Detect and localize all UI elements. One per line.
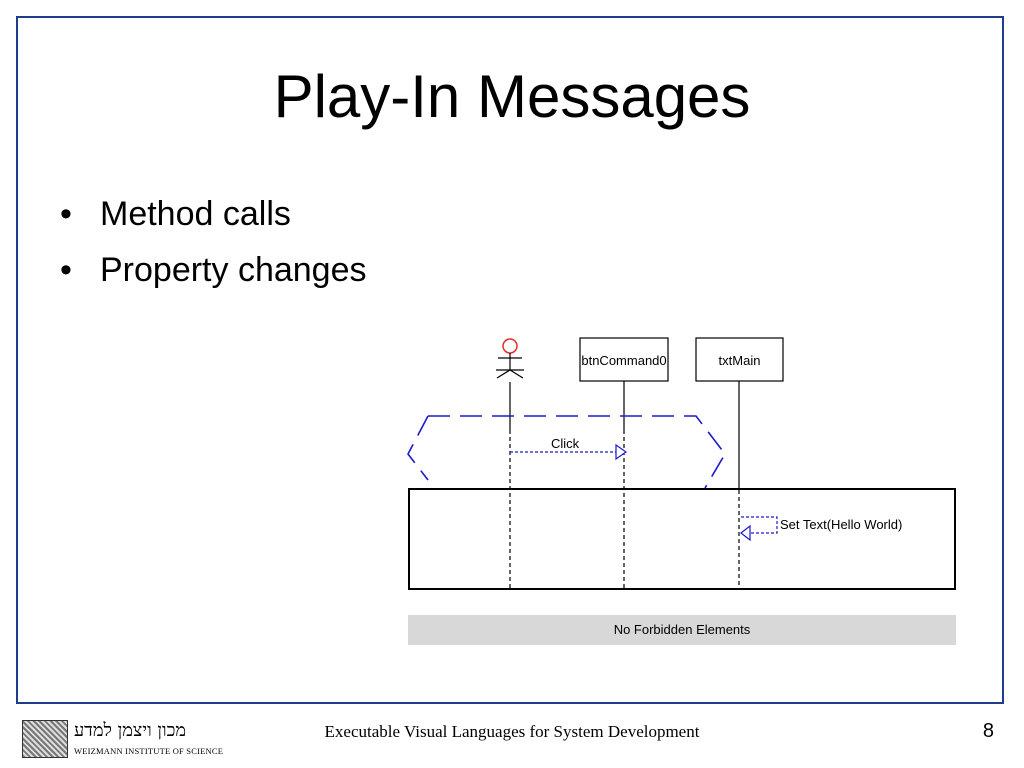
prechart-hexagon [428,415,726,489]
bullet-marker: • [60,195,72,233]
status-bar-text: No Forbidden Elements [614,622,751,637]
object-label-btncommand0: btnCommand0 [581,353,666,368]
slide-title: Play-In Messages [273,63,751,130]
object-box-btncommand0 [579,337,669,382]
message-settext-arrowhead [740,524,751,542]
message-settext-arrow [741,516,778,534]
prechart-hexagon-left [407,415,429,481]
user-actor-icon [496,338,524,379]
bullet-marker: • [60,251,72,289]
main-chart-box [408,488,956,590]
bullet-item: • Method calls [60,186,367,242]
weizmann-logo: מכון ויצמן למדע WEIZMANN INSTITUTE OF SC… [22,720,223,758]
object-box-txtmain [695,337,784,382]
logo-english-text: WEIZMANN INSTITUTE OF SCIENCE [74,746,224,756]
page-number: 8 [982,720,994,742]
status-bar [408,615,956,645]
sequence-diagram: btnCommand0 txtMain Click Set Text(Hello… [407,337,956,645]
message-click-label: Click [551,436,580,451]
bullet-text: Method calls [100,195,291,233]
logo-emblem-icon [22,720,68,758]
message-click-arrowhead [615,443,628,461]
message-settext-label: Set Text(Hello World) [780,517,902,532]
bullet-text: Property changes [100,251,367,289]
bullet-list: • Method calls • Property changes [60,186,367,298]
bullet-item: • Property changes [60,242,367,298]
footer-caption: Executable Visual Languages for System D… [324,722,700,741]
object-label-txtmain: txtMain [719,353,761,368]
logo-hebrew-text: מכון ויצמן למדע [74,720,187,741]
actor-head [502,338,518,354]
